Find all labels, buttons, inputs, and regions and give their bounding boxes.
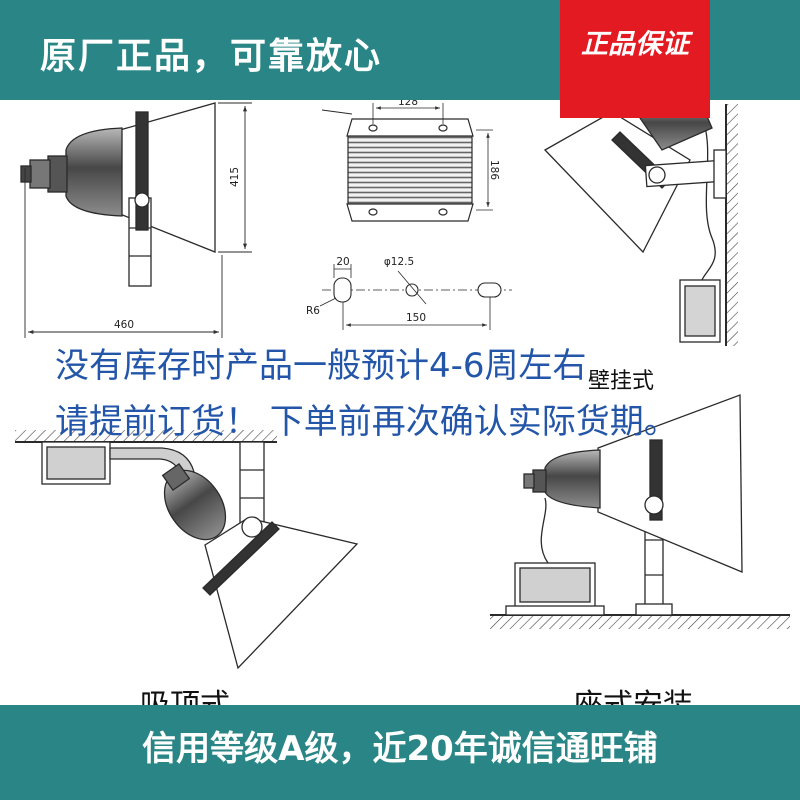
cable-gland-nut [20,165,32,183]
lamp-neck [532,469,547,493]
ceiling-hatch [15,430,277,442]
power-cable [701,117,716,281]
mounting-plate-drawing [321,103,493,222]
pivot-bolt [134,192,150,208]
ceiling-bracket [239,441,265,529]
bottom-mounting-tab [346,203,474,222]
height-dimension-label: 415 [229,167,241,187]
mounting-slot-left [333,277,352,303]
slot-width-label: 20 [336,256,349,268]
footer-text: 信用等级A级，近20年诚信通旺铺 [142,729,658,769]
width-dimension [372,103,444,124]
wall-plate [713,149,727,199]
mounting-strip [202,521,280,596]
footer-bar: 信用等级A级，近20年诚信通旺铺 [0,705,800,800]
order-notice: 请提前订货！ 下单前再次确认实际货期。 [55,402,678,442]
floor-hatch [490,615,790,629]
wall-mount-label: 壁挂式 [588,369,654,394]
stand-base [635,603,673,616]
center-hole [405,283,419,297]
leader-line [321,109,353,115]
radius-leader-line [319,297,337,307]
badge-label: 正品保证 [581,29,689,60]
lamp-reflector [543,111,691,254]
length-dimension [24,168,223,338]
height-dimension [218,102,252,253]
mounting-hole [438,208,448,216]
top-mounting-tab [346,118,474,137]
wall-mount-drawing [543,99,738,346]
lamp-housing [544,449,601,509]
wall-hatch [726,104,738,346]
cable-gland [29,159,51,189]
mounting-hole [438,124,448,132]
pivot-bolt [241,516,263,538]
stock-notice: 没有库存时产品一般预计4-6周左右 [55,346,587,386]
radius-label: R6 [306,305,320,317]
plate-height-dimension [476,129,493,211]
ceiling-mount-drawing [15,430,359,670]
lamp-neck [47,155,68,193]
cable-gland [523,473,535,489]
mounting-hole [368,124,378,132]
power-cable [540,497,549,564]
slot-detail-drawing [319,264,512,330]
cable-gland [161,462,191,492]
floor-mount-drawing [490,394,790,629]
authentic-badge: 正品保证 [560,0,710,118]
pivot-bolt [644,495,664,515]
slot-width-dimension [333,264,352,278]
length-dimension-label: 460 [114,319,134,331]
hole-leader-line [397,270,427,305]
slot-spacing-dimension [342,297,491,330]
side-view-drawing [20,102,252,338]
lamp-reflector [204,517,359,670]
junction-box-cover [519,567,591,603]
mounting-hole [368,208,378,216]
hole-diameter-label: φ12.5 [384,256,414,268]
slot-spacing-label: 150 [406,312,426,324]
plate-height-label: 186 [488,160,500,180]
heat-sink-fins [347,135,473,205]
junction-box-cover [684,285,716,337]
mounting-strip [135,111,149,231]
base-plate [505,605,605,616]
junction-box-cover [46,446,106,480]
lamp-housing [65,127,123,217]
pivot-bolt [648,166,666,184]
mounting-slot-right [477,282,502,298]
header-title: 原厂正品，可靠放心 [40,36,383,77]
